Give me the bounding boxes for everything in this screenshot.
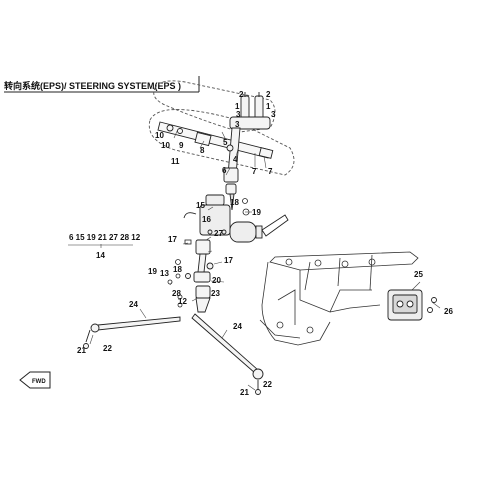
callout-11: 11 — [171, 157, 180, 166]
callout-10: 10 — [161, 141, 170, 150]
callout-24: 24 — [129, 300, 138, 309]
callout-7: 7 — [268, 167, 273, 176]
callout-3: 3 — [271, 110, 276, 119]
callout-2: 2 — [239, 90, 244, 99]
callout-12: 12 — [178, 297, 187, 306]
lower-shaft — [185, 239, 214, 313]
callout-10: 10 — [155, 131, 164, 140]
callout-21: 21 — [77, 346, 86, 355]
tie-rod-left — [83, 316, 181, 349]
callout-19: 19 — [252, 208, 261, 217]
callout-18: 18 — [230, 198, 239, 207]
callout-16: 16 — [202, 215, 211, 224]
callout-23: 23 — [211, 289, 220, 298]
callout-18: 18 — [173, 265, 182, 274]
eps-motor-unit — [183, 194, 289, 243]
steering-column — [223, 127, 241, 211]
vehicle-frame — [259, 251, 419, 346]
handlebar-tube — [157, 121, 274, 159]
callout-19: 19 — [148, 267, 157, 276]
diagram-title: 转向系统(EPS)/ STEERING SYSTEM(EPS ) — [4, 81, 182, 91]
leader-lines — [89, 128, 441, 391]
callout-20: 20 — [212, 276, 221, 285]
callout-22: 22 — [103, 344, 112, 353]
callout-22: 22 — [263, 380, 272, 389]
callout-4: 4 — [233, 155, 238, 164]
title-frame — [4, 76, 200, 93]
callout-8: 8 — [200, 146, 205, 155]
callout-3: 3 — [236, 110, 241, 119]
handlebar-clamps — [229, 92, 271, 130]
callout-1: 1 — [266, 102, 271, 111]
fwd-direction-arrow: FWD — [19, 371, 51, 389]
kit-group-14: 6 15 19 21 27 28 12 14 — [68, 233, 141, 260]
kit-group-contents: 6 15 19 21 27 28 12 — [69, 233, 141, 242]
callout-13: 13 — [160, 269, 169, 278]
callout-17: 17 — [168, 235, 177, 244]
callout-25: 25 — [414, 270, 423, 279]
callout-15: 15 — [196, 201, 205, 210]
callout-26: 26 — [444, 307, 453, 316]
tie-rod-right — [191, 313, 264, 395]
callout-6: 6 — [222, 166, 227, 175]
kit-group-number: 14 — [96, 251, 105, 260]
callout-28: 28 — [172, 289, 181, 298]
callout-21: 21 — [240, 388, 249, 397]
handlebar-group — [148, 80, 295, 176]
callout-3: 3 — [235, 120, 240, 129]
fwd-label: FWD — [32, 379, 46, 385]
callout-7: 7 — [252, 167, 257, 176]
callout-1: 1 — [235, 102, 240, 111]
callouts: 2 1 2 1 3 3 3 10 10 9 8 5 4 7 7 11 6 18 … — [77, 90, 453, 397]
callout-5: 5 — [223, 138, 228, 147]
callout-24: 24 — [233, 322, 242, 331]
callout-27: 27 — [214, 229, 223, 238]
eps-controller-module — [387, 289, 437, 321]
callout-17: 17 — [224, 256, 233, 265]
callout-2: 2 — [266, 90, 271, 99]
callout-9: 9 — [179, 141, 184, 150]
